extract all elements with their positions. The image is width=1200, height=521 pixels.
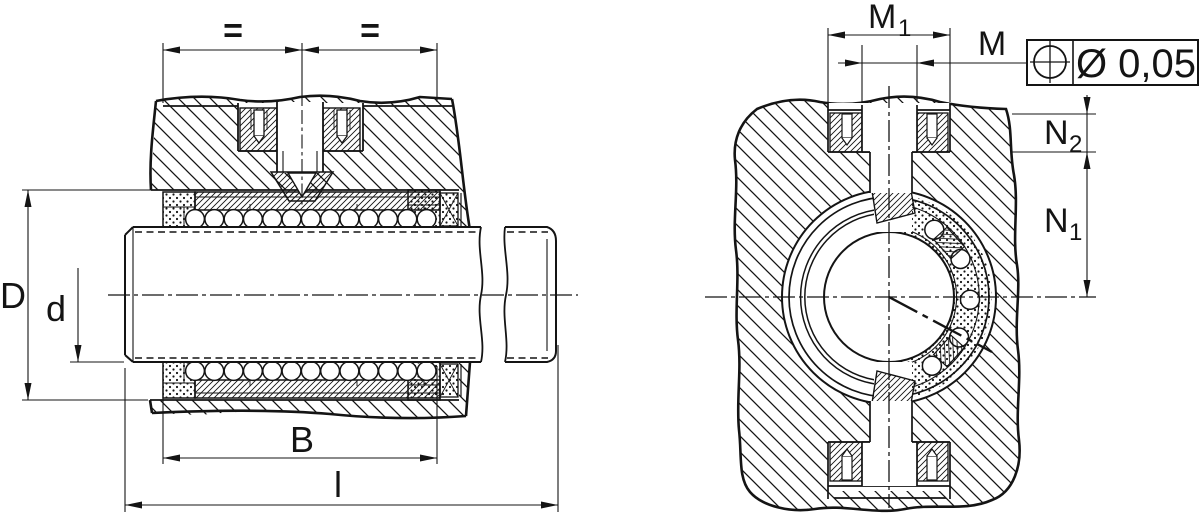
- dimension-M1: [827, 28, 951, 102]
- dimension-D: [22, 189, 160, 401]
- set-screw-hole: [926, 447, 938, 481]
- lube-pocket-front: [237, 102, 364, 173]
- housing-break-edges: [148, 94, 472, 420]
- set-screw-hole: [926, 113, 938, 147]
- dim-label-l: l: [334, 464, 342, 505]
- position-tolerance-icon: [1030, 41, 1070, 83]
- dim-label-M1: M 1: [868, 0, 911, 42]
- dimension-d: [70, 268, 124, 363]
- set-screw-hole: [841, 113, 853, 147]
- dim-label-N1: N 1: [1044, 202, 1082, 246]
- housing-bottom-hatch: [150, 362, 470, 419]
- lube-channel: [277, 102, 323, 173]
- svg-text:1: 1: [1069, 219, 1082, 246]
- dim-label-B: B: [290, 419, 314, 460]
- dimension-l: [124, 345, 559, 512]
- tolerance-frame: Ø 0,05: [1026, 39, 1199, 86]
- svg-text:N: N: [1044, 202, 1069, 240]
- set-screw-hole: [841, 447, 853, 481]
- ball-cage-section: [898, 195, 992, 399]
- dimension-M: [838, 45, 1027, 102]
- shaft-break-line: [503, 226, 509, 363]
- dim-label-N2: N 2: [1044, 114, 1082, 158]
- dim-label-M: M: [978, 25, 1006, 63]
- svg-text:M: M: [868, 0, 896, 36]
- dimension-N2-N1: [1012, 95, 1096, 297]
- side-section-view: [705, 86, 1096, 513]
- tolerance-value: Ø 0,05: [1076, 42, 1196, 86]
- set-screw-hole: [250, 109, 268, 145]
- dim-label-equal-right: =: [360, 12, 380, 50]
- dimension-B: [162, 366, 438, 464]
- side-view-dimensions: [827, 28, 1096, 297]
- retainer-wedge: [932, 334, 966, 368]
- shaft-break-line: [478, 226, 484, 363]
- retainer-wedge: [932, 226, 966, 260]
- dim-label-d: d: [46, 288, 66, 329]
- front-view-dimensions: [22, 43, 559, 512]
- dimension-labels: = = D d B l M 1 M N 2 N 1: [0, 0, 1082, 505]
- dim-label-D: D: [0, 275, 26, 316]
- svg-text:1: 1: [898, 15, 911, 42]
- set-screw-hole: [333, 109, 351, 145]
- ball-row-angle-centerline: [888, 295, 993, 354]
- ball-rows-front: [184, 208, 437, 382]
- svg-text:2: 2: [1069, 131, 1082, 158]
- svg-text:N: N: [1044, 114, 1069, 152]
- dim-label-equal-left: =: [223, 12, 243, 50]
- dimension-equal: [162, 43, 438, 106]
- front-section-view: [108, 94, 578, 420]
- lube-pocket-side-bottom: [827, 401, 951, 499]
